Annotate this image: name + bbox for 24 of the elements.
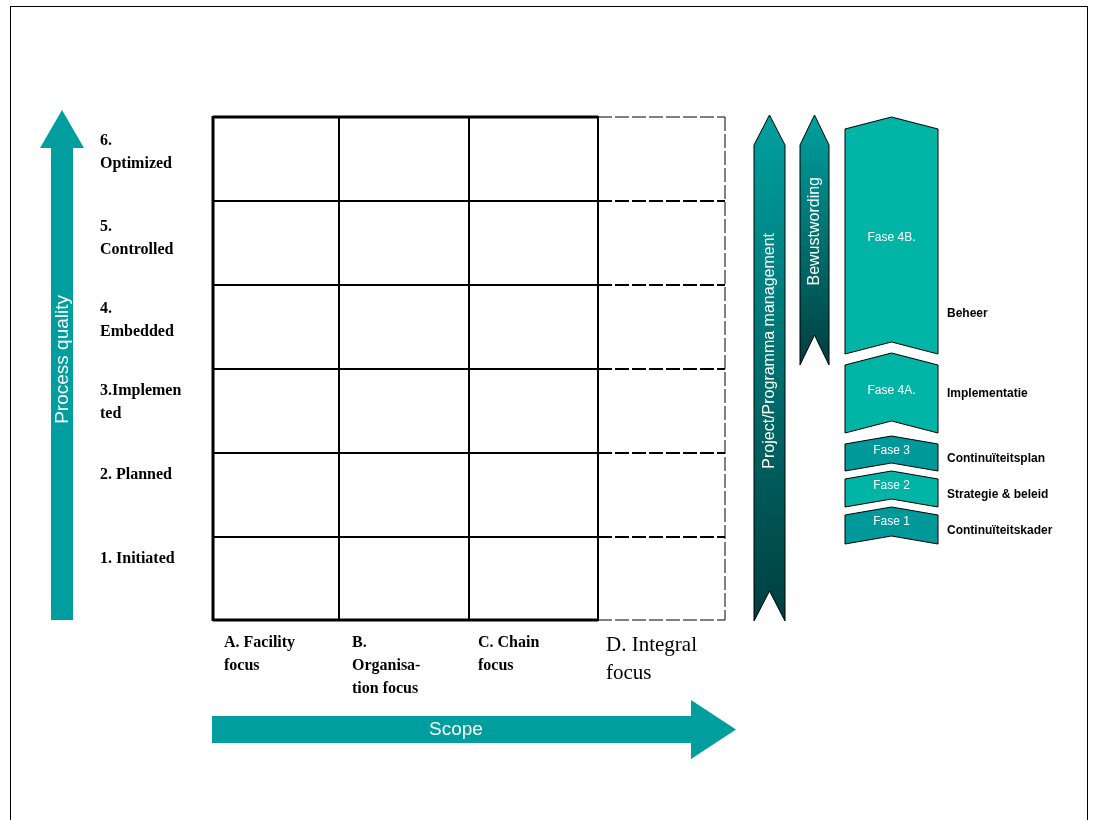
row-label: 1. Initiated bbox=[100, 548, 176, 568]
phase-name: Fase 1 bbox=[872, 514, 911, 528]
column-label: C. Chain focus bbox=[478, 632, 541, 675]
phase-name: Fase 4B. bbox=[866, 230, 917, 244]
axis-title: Project/Programma management bbox=[759, 233, 778, 469]
phase-name: Fase 4A. bbox=[866, 383, 917, 397]
phase-name: Fase 2 bbox=[872, 478, 911, 492]
phase-description: Implementatie bbox=[947, 386, 1028, 400]
phase-description: Beheer bbox=[947, 306, 988, 320]
row-label: 2. Planned bbox=[100, 464, 173, 484]
phase-name: Fase 3 bbox=[872, 443, 911, 457]
phase-description: Continuïteitsplan bbox=[947, 451, 1045, 465]
phase-description: Strategie & beleid bbox=[947, 487, 1049, 501]
row-label: 5. Controlled bbox=[100, 216, 175, 259]
axis-title: Scope bbox=[429, 718, 483, 740]
column-label: B. Organisa- tion focus bbox=[352, 632, 422, 698]
phase-description: Continuïteitskader bbox=[947, 523, 1053, 537]
row-label: 6. Optimized bbox=[100, 130, 173, 174]
column-label: A. Facility focus bbox=[224, 632, 297, 675]
axis-title: Process quality bbox=[51, 295, 73, 424]
column-label: D. Integral focus bbox=[606, 631, 698, 686]
axis-title: Bewustwording bbox=[804, 177, 823, 286]
row-label: 4. Embedded bbox=[100, 298, 175, 341]
row-label: 3.Implemen ted bbox=[100, 380, 183, 423]
